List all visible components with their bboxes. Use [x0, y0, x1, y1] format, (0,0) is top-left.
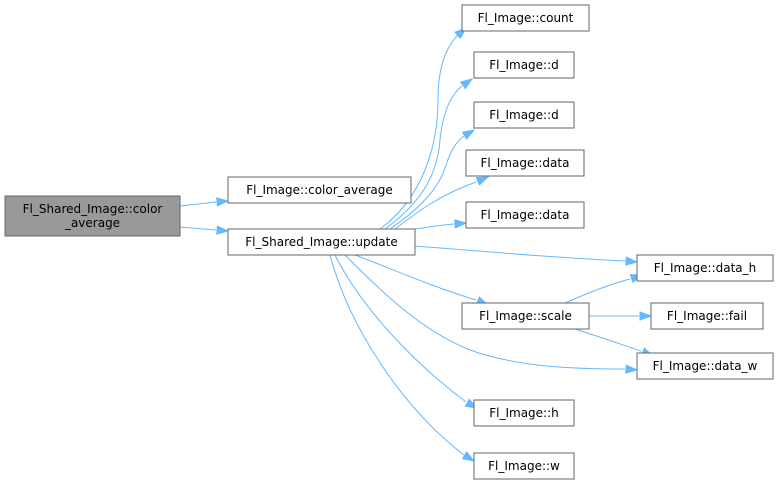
- node-fl-image-data-h-box: [636, 254, 774, 282]
- node-fl-image-d-1-label: Fl_Image::d: [489, 58, 559, 72]
- node-fl-image-color-average[interactable]: Fl_Image::color_average: [227, 176, 412, 204]
- edge-n9-n11: [574, 328, 642, 352]
- node-fl-image-count-label: Fl_Image::count: [478, 11, 574, 25]
- node-fl-image-data-w-label: Fl_Image::data_w: [653, 359, 758, 373]
- node-fl-shared-image-update-label: Fl_Shared_Image::update: [245, 235, 397, 249]
- node-fl-image-fail-label: Fl_Image::fail: [667, 309, 747, 323]
- node-fl-shared-image-color-average-box: [4, 195, 181, 237]
- edge-n2-n8: [414, 245, 626, 262]
- node-fl-image-count-box: [461, 4, 590, 32]
- node-fl-shared-image-update-box: [227, 228, 416, 256]
- node-fl-image-data-1[interactable]: Fl_Image::data: [465, 149, 585, 177]
- edge-arrowhead-n2-n11: [625, 364, 639, 374]
- edge-n2-n5: [389, 135, 465, 230]
- edge-n0-n2: [179, 226, 217, 231]
- edge-n2-n6: [394, 181, 477, 230]
- edge-arrowhead-n9-n10: [639, 311, 653, 321]
- node-fl-image-scale[interactable]: Fl_Image::scale: [461, 302, 590, 330]
- edge-n2-n7: [414, 223, 455, 230]
- edge-arrowhead-n2-n8: [625, 256, 639, 266]
- node-fl-image-data-w[interactable]: Fl_Image::data_w: [636, 352, 774, 380]
- node-fl-image-d-2-box: [473, 101, 575, 129]
- edges-layer: [179, 27, 655, 462]
- node-fl-image-w-box: [473, 452, 575, 480]
- node-fl-image-data-1-label: Fl_Image::data: [481, 156, 570, 170]
- edge-arrowhead-n2-n6: [475, 176, 490, 186]
- node-fl-image-data-h-label: Fl_Image::data_h: [654, 261, 757, 275]
- node-fl-image-d-2-label: Fl_Image::d: [489, 108, 559, 122]
- edge-n2-n11: [344, 254, 626, 370]
- node-fl-shared-image-color-average: Fl_Shared_Image::color_average: [4, 195, 181, 237]
- node-fl-image-color-average-box: [227, 176, 412, 204]
- node-fl-shared-image-update[interactable]: Fl_Shared_Image::update: [227, 228, 416, 256]
- edge-arrowhead-n2-n7: [454, 219, 468, 229]
- edge-arrowhead-n2-n4: [459, 78, 474, 90]
- edge-n2-n12: [334, 254, 467, 403]
- edge-arrowhead-n2-n13: [461, 451, 476, 462]
- node-fl-shared-image-color-average-label: Fl_Shared_Image::color: [23, 202, 163, 216]
- edge-n2-n9: [354, 254, 477, 301]
- node-fl-image-w[interactable]: Fl_Image::w: [473, 452, 575, 480]
- edge-n2-n13: [329, 254, 465, 456]
- node-fl-image-fail-box: [650, 302, 764, 330]
- node-fl-image-data-h[interactable]: Fl_Image::data_h: [636, 254, 774, 282]
- edge-arrowhead-n2-n5: [461, 129, 476, 140]
- node-fl-image-color-average-label: Fl_Image::color_average: [246, 183, 393, 197]
- node-fl-image-w-label: Fl_Image::w: [488, 459, 560, 473]
- node-fl-image-count[interactable]: Fl_Image::count: [461, 4, 590, 32]
- node-fl-image-scale-box: [461, 302, 590, 330]
- node-fl-image-h-label: Fl_Image::h: [489, 406, 559, 420]
- node-fl-image-fail[interactable]: Fl_Image::fail: [650, 302, 764, 330]
- node-fl-image-d-2[interactable]: Fl_Image::d: [473, 101, 575, 129]
- node-fl-shared-image-color-average-label: _average: [64, 216, 120, 230]
- node-fl-image-data-1-box: [465, 149, 585, 177]
- node-fl-image-data-2-label: Fl_Image::data: [481, 208, 570, 222]
- node-fl-image-h-box: [473, 399, 575, 427]
- edge-arrowhead-n0-n1: [216, 197, 230, 207]
- nodes-layer: Fl_Shared_Image::color_averageFl_Image::…: [4, 4, 774, 480]
- edge-n2-n4: [384, 85, 463, 230]
- node-fl-image-d-1-box: [473, 51, 575, 79]
- node-fl-image-scale-label: Fl_Image::scale: [479, 309, 572, 323]
- node-fl-image-data-2-box: [465, 201, 585, 229]
- edge-n9-n8: [564, 278, 631, 304]
- node-fl-image-d-1[interactable]: Fl_Image::d: [473, 51, 575, 79]
- edge-n0-n1: [179, 201, 217, 207]
- node-fl-image-data-2[interactable]: Fl_Image::data: [465, 201, 585, 229]
- edge-arrowhead-n0-n2: [216, 225, 230, 235]
- node-fl-image-h[interactable]: Fl_Image::h: [473, 399, 575, 427]
- node-fl-image-data-w-box: [636, 352, 774, 380]
